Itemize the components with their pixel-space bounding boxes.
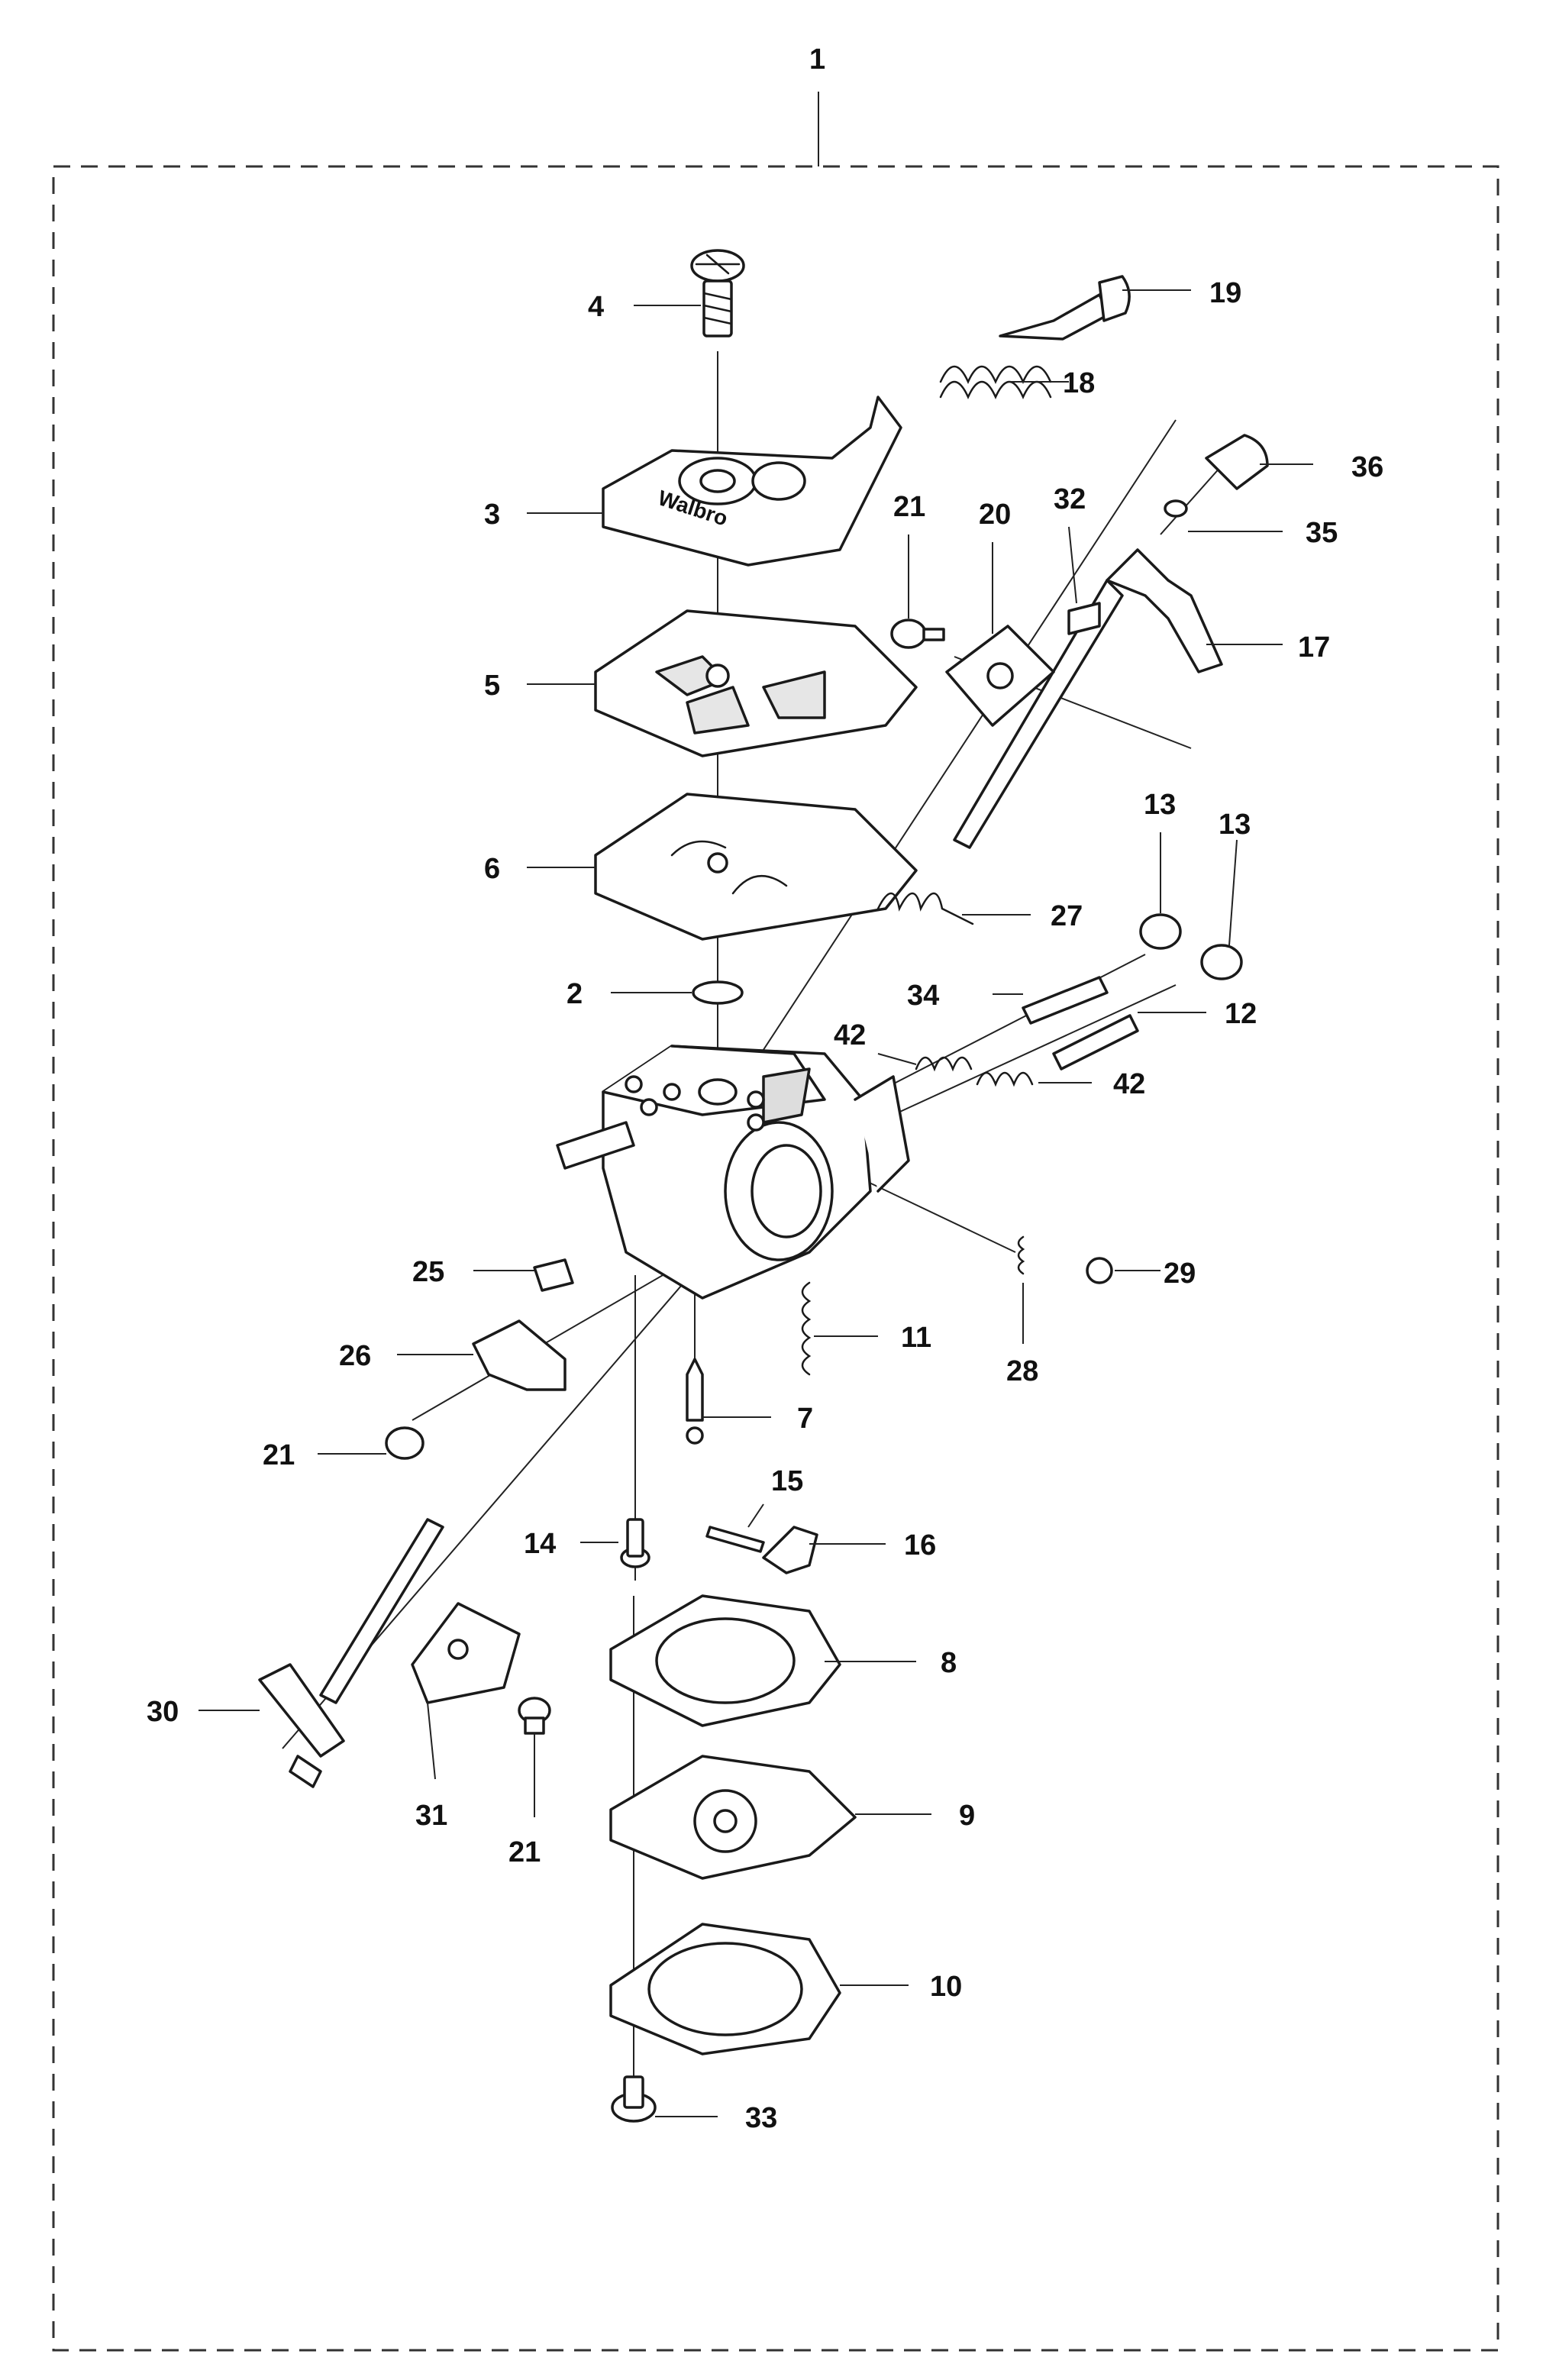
part-ball-29 bbox=[1086, 1257, 1113, 1284]
part-washer-35 bbox=[1164, 499, 1188, 518]
callout-32: 32 bbox=[1054, 483, 1086, 515]
callout-10: 10 bbox=[930, 1971, 962, 2003]
callout-21-top: 21 bbox=[893, 491, 925, 523]
part-cap-13b bbox=[1200, 944, 1243, 980]
part-spring-42a bbox=[915, 1056, 973, 1072]
callout-21-left: 21 bbox=[263, 1439, 295, 1471]
callout-36: 36 bbox=[1351, 451, 1383, 483]
part-carburetor-body bbox=[556, 1045, 910, 1300]
callout-15: 15 bbox=[771, 1465, 803, 1497]
part-screw-21-top bbox=[890, 618, 945, 649]
part-spring-28 bbox=[1017, 1235, 1025, 1275]
callout-11: 11 bbox=[901, 1322, 931, 1354]
part-shaft-17 bbox=[953, 548, 1223, 849]
part-screw-4 bbox=[690, 249, 745, 337]
part-knob-36 bbox=[1205, 434, 1269, 490]
callout-13-a: 13 bbox=[1144, 789, 1176, 821]
part-diaphragm-6 bbox=[594, 793, 918, 941]
part-screw-21-bottom bbox=[518, 1697, 551, 1735]
callout-25: 25 bbox=[412, 1256, 444, 1288]
callout-35: 35 bbox=[1306, 517, 1338, 549]
callouts: 1 4 19 18 3 36 35 21 20 32 17 5 6 13 13 … bbox=[147, 44, 1383, 2134]
callout-17: 17 bbox=[1298, 631, 1330, 664]
assembly-frame bbox=[52, 165, 1499, 2352]
callout-42-b: 42 bbox=[1113, 1068, 1145, 1100]
part-throttle-plate-20 bbox=[945, 625, 1055, 727]
part-needle-12 bbox=[1052, 1014, 1139, 1071]
part-screw-14 bbox=[620, 1518, 650, 1568]
part-spring-11 bbox=[801, 1281, 812, 1376]
callout-42-a: 42 bbox=[834, 1019, 866, 1051]
part-choke-plate-31 bbox=[411, 1602, 521, 1704]
callout-21-bottom: 21 bbox=[508, 1836, 541, 1868]
callout-9: 9 bbox=[959, 1800, 975, 1832]
callout-6: 6 bbox=[484, 853, 500, 885]
callout-5: 5 bbox=[484, 670, 500, 702]
callout-33: 33 bbox=[745, 2102, 777, 2134]
part-cap-13a bbox=[1139, 913, 1182, 950]
part-screw-33 bbox=[611, 2075, 657, 2123]
callout-18: 18 bbox=[1063, 367, 1095, 399]
callout-16: 16 bbox=[904, 1529, 936, 1561]
callout-29: 29 bbox=[1164, 1258, 1196, 1290]
part-clip-32 bbox=[1067, 602, 1101, 635]
part-gasket-5 bbox=[594, 609, 918, 757]
part-filter-2 bbox=[692, 980, 744, 1005]
callout-28: 28 bbox=[1006, 1355, 1038, 1387]
callout-20: 20 bbox=[979, 499, 1011, 531]
callout-2: 2 bbox=[567, 978, 583, 1010]
callout-1: 1 bbox=[809, 44, 825, 76]
part-spring-42b bbox=[976, 1071, 1034, 1087]
callout-14: 14 bbox=[524, 1528, 556, 1560]
part-needle-19 bbox=[999, 275, 1131, 341]
callout-27: 27 bbox=[1051, 900, 1083, 932]
part-choke-shaft-30 bbox=[258, 1518, 444, 1788]
callout-34: 34 bbox=[907, 980, 939, 1012]
part-clip-25 bbox=[533, 1258, 574, 1292]
part-lever-16 bbox=[762, 1526, 818, 1574]
part-inlet-needle-7 bbox=[686, 1358, 704, 1445]
part-screw-21-left bbox=[385, 1426, 424, 1460]
part-needle-34 bbox=[1022, 976, 1109, 1025]
part-lever-26 bbox=[472, 1319, 567, 1391]
callout-19: 19 bbox=[1209, 277, 1241, 309]
part-gasket-10 bbox=[609, 1923, 841, 2055]
part-pin-15 bbox=[705, 1526, 765, 1553]
callout-12: 12 bbox=[1225, 998, 1257, 1030]
part-pump-cover-3: Walbro bbox=[602, 396, 902, 567]
part-spring-18 bbox=[939, 365, 1052, 400]
callout-30: 30 bbox=[147, 1696, 179, 1728]
callout-13-b: 13 bbox=[1219, 809, 1251, 841]
callout-26: 26 bbox=[339, 1340, 371, 1372]
callout-3: 3 bbox=[484, 499, 500, 531]
part-diaphragm-9 bbox=[609, 1755, 857, 1880]
callout-7: 7 bbox=[797, 1403, 813, 1435]
callout-8: 8 bbox=[941, 1647, 957, 1679]
part-spring-27 bbox=[876, 892, 974, 925]
callout-31: 31 bbox=[415, 1800, 447, 1832]
part-gasket-8 bbox=[609, 1594, 841, 1727]
callout-4: 4 bbox=[588, 291, 604, 323]
